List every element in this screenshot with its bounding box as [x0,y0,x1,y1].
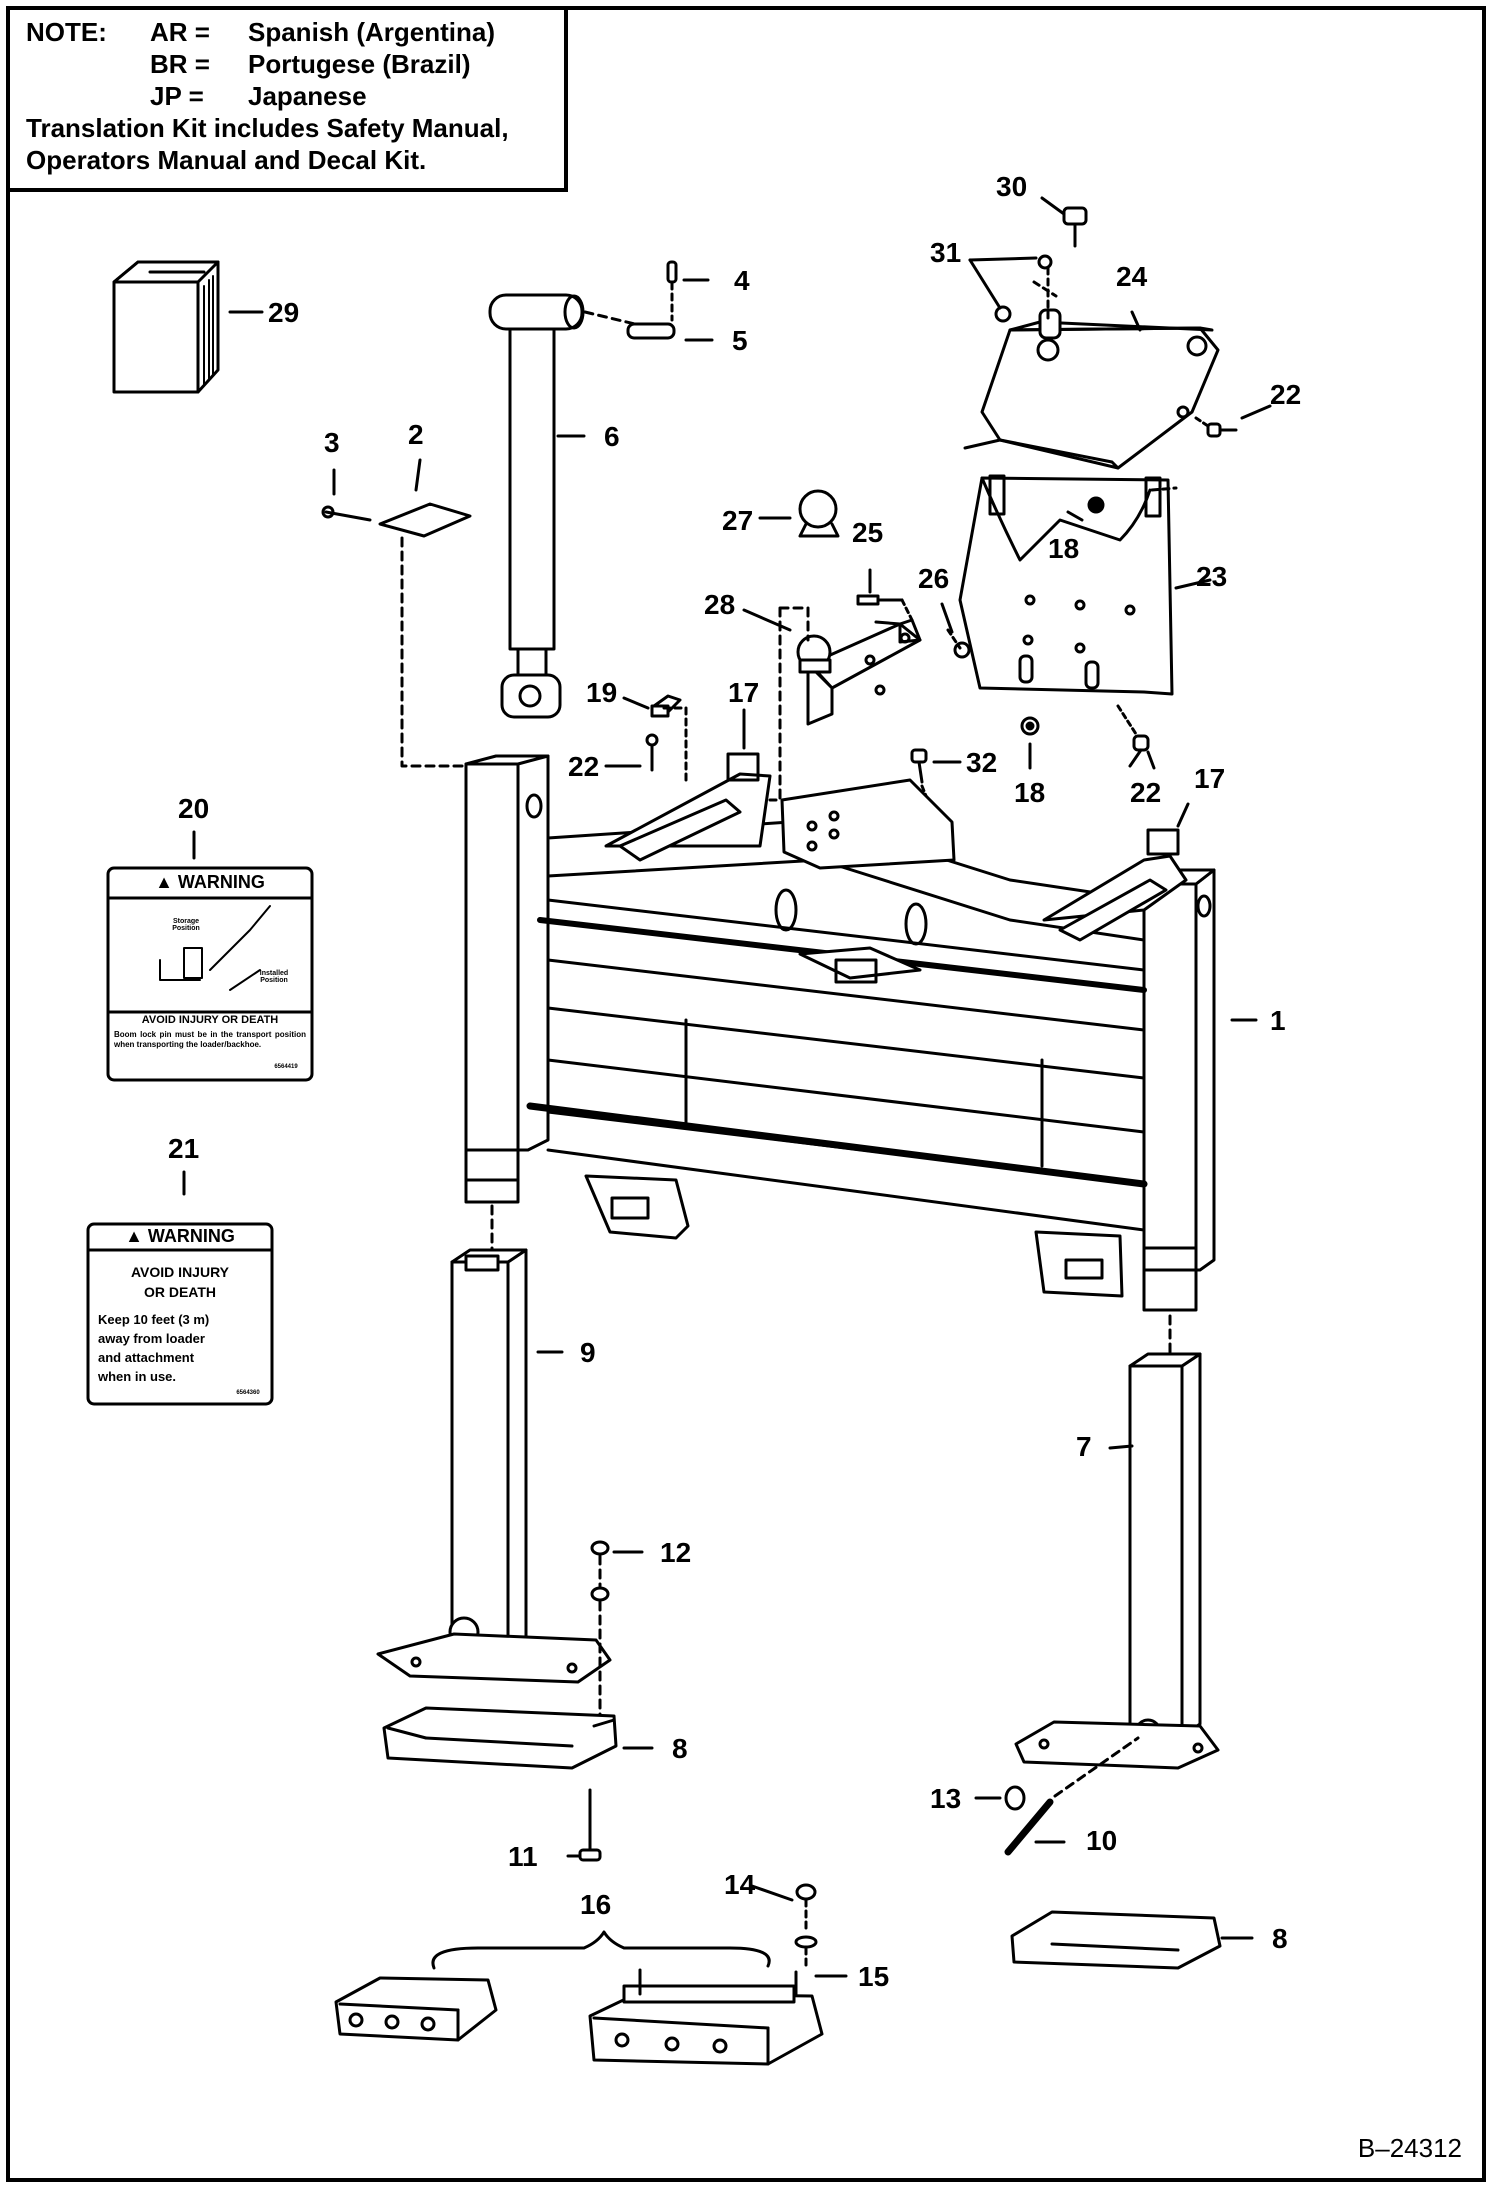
callout-14: 14 [724,1869,756,1900]
note-row-jp: JP = Japanese [26,80,564,112]
hitch-bracket-part-28 [768,594,971,802]
clip-part-19 [645,694,688,782]
note-language: Portugese (Brazil) [248,49,471,79]
pin-part-10 [1004,1736,1140,1856]
callout-25: 25 [852,517,884,548]
pad-part-8-right [1010,1910,1222,1970]
assembly-lines [490,1204,1172,1358]
decal-20-outline [106,866,314,1082]
backing-plate-part-23 [958,474,1178,696]
callout-22-left: 22 [568,751,600,782]
callout-29: 29 [268,297,300,328]
note-heading: NOTE: [26,17,107,47]
callout-21: 21 [168,1133,200,1164]
decal-21-outline [86,1222,274,1406]
decal-20-code: 6564419 [274,1064,298,1070]
callout-27: 27 [722,505,754,536]
callout-12: 12 [660,1537,692,1568]
note-kit-line-1: Translation Kit includes Safety Manual, [26,113,509,143]
note-kit-line-2: Operators Manual and Decal Kit. [26,145,427,175]
callout-leaders [182,196,1272,1978]
callout-17-left: 17 [728,677,760,708]
callout-22-right: 22 [1130,777,1162,808]
callout-30: 30 [996,171,1028,202]
note-code: BR = [150,49,210,79]
callout-22-upper: 22 [1270,379,1302,410]
nut-parts-18 [1020,496,1105,736]
decal-21-code: 6564360 [236,1390,260,1396]
callout-6: 6 [604,421,620,452]
callout-2: 2 [408,419,424,450]
nut-washer-parts-14-15 [794,1883,818,1972]
note-language: Japanese [248,81,367,111]
cylinder-part-6 [488,293,662,719]
plate-part-2 [321,502,512,768]
note-code: AR = [150,17,210,47]
right-leg-part-7 [1014,1352,1220,1770]
decal-21-header: ▲ WARNING [125,1226,235,1246]
drawing-number: B–24312 [1357,2133,1462,2163]
mount-bracket-part-24 [963,308,1220,470]
decal-20-body: Boom lock pin must be in the transport p… [114,1030,306,1049]
callout-3: 3 [324,427,340,458]
callout-32: 32 [966,747,998,778]
washer-parts-12 [590,1540,610,1752]
callout-23: 23 [1196,561,1228,592]
callout-4: 4 [734,265,750,296]
callout-1: 1 [1270,1005,1286,1036]
callout-11: 11 [508,1841,538,1872]
callout-15: 15 [858,1961,890,1992]
callout-17-right: 17 [1194,763,1226,794]
note-language: Spanish (Argentina) [248,17,496,47]
note-row-br: BR = Portugese (Brazil) [26,48,564,80]
note-code: JP = [150,81,204,111]
callout-8-right: 8 [1272,1923,1288,1954]
callout-10: 10 [1086,1825,1118,1856]
translation-kit-pack [112,260,220,394]
callout-28: 28 [704,589,736,620]
translation-note-box: NOTE: AR = Spanish (Argentina) BR = Port… [10,10,568,192]
callout-18-lower: 18 [1014,777,1046,808]
callout-18-upper: 18 [1048,533,1080,564]
note-row-ar: NOTE: AR = Spanish (Argentina) [26,16,564,48]
callout-20: 20 [178,793,210,824]
callout-31: 31 [930,237,962,268]
hitch-ball-part-27 [798,489,840,538]
bolt-part-22-right [1116,704,1150,768]
main-frame-part-1 [464,752,1216,1312]
decal-20-title: AVOID INJURY OR DEATH [141,1014,279,1026]
callout-5: 5 [732,325,748,356]
callout-13: 13 [930,1783,962,1814]
bolt-part-11 [578,1788,602,1862]
callout-7: 7 [1076,1431,1092,1462]
pad-part-8-left [382,1706,618,1770]
bolt-part-30-31 [994,206,1088,323]
callout-26: 26 [918,563,950,594]
callout-16: 16 [580,1889,612,1920]
callout-19: 19 [586,677,618,708]
counterweight-parts-16 [334,1930,824,2066]
decal-20-header: ▲ WARNING [155,872,265,892]
bolt-part-22-upper [1194,416,1238,438]
callout-8-left: 8 [672,1733,688,1764]
left-leg-part-9 [376,1248,612,1684]
pin-parts-4-5 [626,260,678,340]
callout-9: 9 [580,1337,596,1368]
callout-24: 24 [1116,261,1148,292]
